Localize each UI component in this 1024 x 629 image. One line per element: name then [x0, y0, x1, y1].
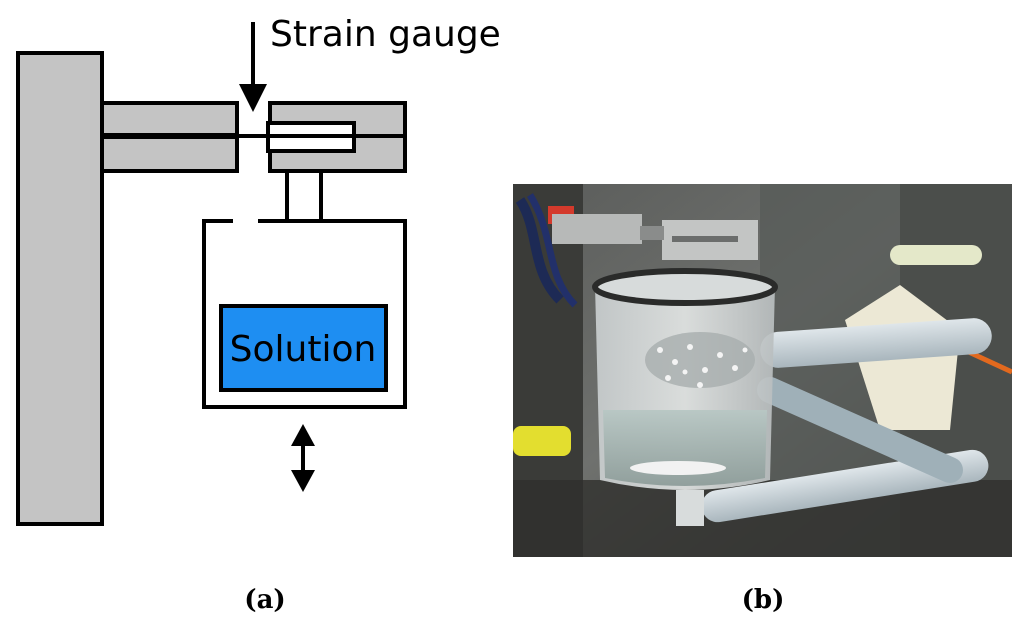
photo-panel — [513, 184, 1012, 557]
support-post — [16, 51, 104, 526]
photo-bracket — [552, 214, 642, 244]
motion-arrow-down — [291, 470, 315, 492]
gauge-pointer-head — [239, 84, 267, 112]
caption-b: (b) — [742, 585, 785, 615]
hanger-rod — [285, 169, 323, 223]
caption-a: (a) — [244, 585, 285, 615]
solution-label: Solution — [230, 329, 377, 370]
schematic-panel: Solution Strain gauge — [16, 14, 501, 526]
solution-block — [219, 304, 388, 392]
photo-cup — [592, 268, 778, 490]
container — [202, 219, 407, 409]
strain-gauge-label: Strain gauge — [270, 14, 501, 55]
motion-arrow-up — [291, 424, 315, 446]
